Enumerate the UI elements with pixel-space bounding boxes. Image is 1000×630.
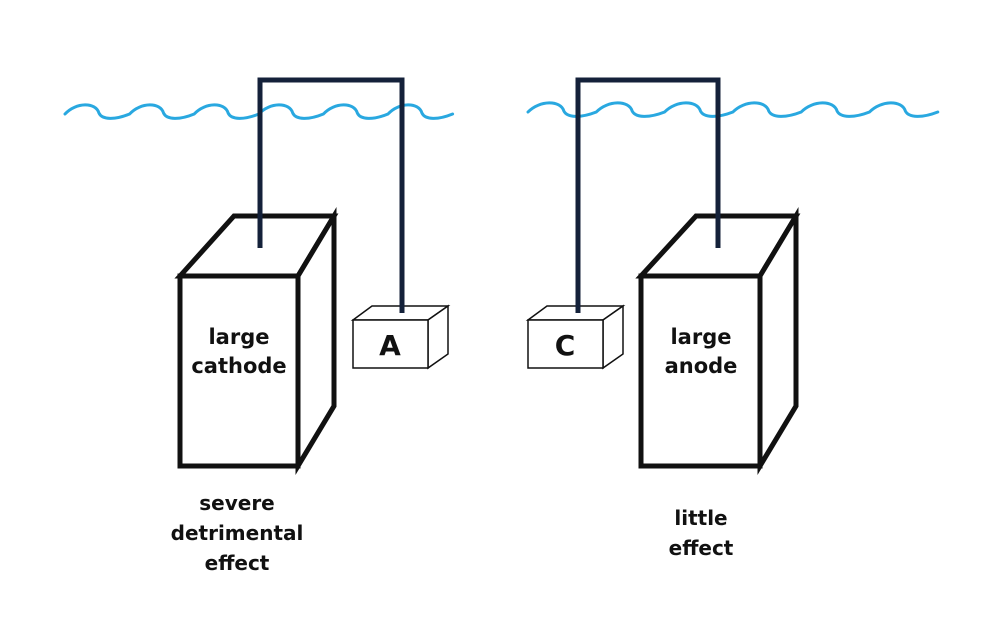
small-cathode-label: C (555, 329, 576, 362)
anode-block-front (638, 273, 763, 469)
large-anode-block: large anode (635, 206, 801, 476)
right-caption-line-2: effect (669, 536, 734, 560)
anode-label-line-2: anode (665, 354, 738, 378)
right-setup: C large anode little effect (525, 77, 801, 560)
small-anode-front (352, 319, 429, 369)
left-caption-line-3: effect (205, 551, 270, 575)
water-surface-right (526, 101, 940, 118)
left-caption-line-2: detrimental (171, 521, 304, 545)
small-anode-block: A (350, 304, 451, 370)
small-anode-label: A (379, 329, 401, 362)
wire-right (575, 77, 721, 313)
cathode-label-line-1: large (208, 325, 269, 349)
wire-left (257, 77, 405, 313)
right-caption-line-1: little (674, 506, 727, 530)
left-setup: large cathode A severe detrimental effec… (171, 77, 451, 575)
large-cathode-block: large cathode (174, 206, 339, 476)
cathode-block-front (177, 273, 301, 469)
left-caption-line-1: severe (199, 491, 275, 515)
cathode-label-line-2: cathode (191, 354, 286, 378)
small-cathode-block: C (525, 304, 626, 370)
anode-label-line-1: large (670, 325, 731, 349)
small-cathode-front (527, 319, 604, 369)
